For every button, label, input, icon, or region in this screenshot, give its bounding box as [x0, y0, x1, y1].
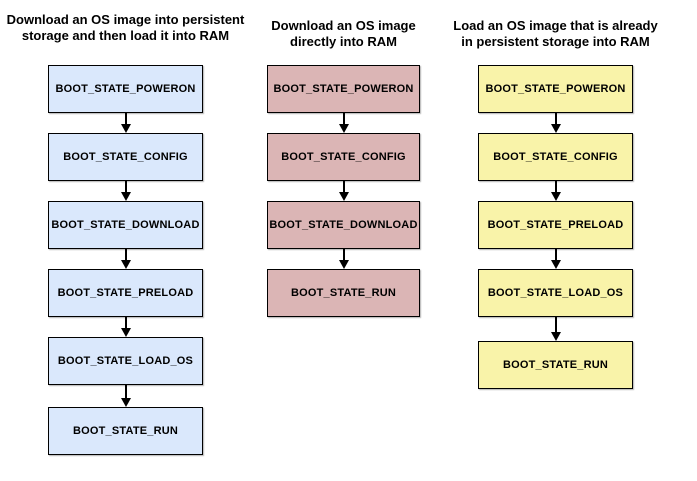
state-box: BOOT_STATE_LOAD_OS [478, 269, 633, 317]
arrow-stem [124, 317, 127, 329]
arrow-head-icon [338, 124, 349, 133]
state-box: BOOT_STATE_RUN [478, 341, 633, 389]
down-arrow [550, 113, 561, 133]
flow-title-line: directly into RAM [290, 34, 397, 49]
state-box: BOOT_STATE_POWERON [478, 65, 633, 113]
flow-title-line: in persistent storage into RAM [461, 34, 650, 49]
state-box: BOOT_STATE_POWERON [48, 65, 203, 113]
down-arrow [338, 113, 349, 133]
arrow-head-icon [120, 124, 131, 133]
flow-title-line: Download an OS image [271, 18, 416, 33]
arrow-head-icon [550, 260, 561, 269]
state-box: BOOT_STATE_DOWNLOAD [267, 201, 420, 249]
arrow-stem [554, 317, 557, 333]
arrow-head-icon [120, 260, 131, 269]
arrow-head-icon [338, 192, 349, 201]
down-arrow [120, 249, 131, 269]
arrow-stem [124, 181, 127, 193]
arrow-stem [124, 249, 127, 261]
arrow-head-icon [120, 192, 131, 201]
arrow-stem [554, 249, 557, 261]
state-box: BOOT_STATE_POWERON [267, 65, 420, 113]
state-box: BOOT_STATE_RUN [267, 269, 420, 317]
down-arrow [120, 385, 131, 407]
arrow-stem [124, 385, 127, 399]
state-box: BOOT_STATE_CONFIG [48, 133, 203, 181]
state-box: BOOT_STATE_CONFIG [478, 133, 633, 181]
arrow-head-icon [550, 124, 561, 133]
flow-title-line: Download an OS image into persistent [6, 12, 245, 27]
arrow-stem [342, 113, 345, 125]
arrow-stem [554, 113, 557, 125]
down-arrow [120, 181, 131, 201]
flow-title-line: storage and then load it into RAM [21, 28, 230, 43]
flow-title-line: Load an OS image that is already [453, 18, 658, 33]
down-arrow [120, 317, 131, 337]
arrow-stem [554, 181, 557, 193]
state-box: BOOT_STATE_PRELOAD [478, 201, 633, 249]
arrow-head-icon [338, 260, 349, 269]
arrow-stem [342, 249, 345, 261]
arrow-head-icon [120, 328, 131, 337]
arrow-head-icon [120, 398, 131, 407]
arrow-head-icon [550, 192, 561, 201]
down-arrow [120, 113, 131, 133]
state-box: BOOT_STATE_CONFIG [267, 133, 420, 181]
down-arrow [338, 181, 349, 201]
arrow-stem [124, 113, 127, 125]
down-arrow [550, 181, 561, 201]
state-box: BOOT_STATE_LOAD_OS [48, 337, 203, 385]
state-box: BOOT_STATE_PRELOAD [48, 269, 203, 317]
arrow-head-icon [550, 332, 561, 341]
state-box: BOOT_STATE_DOWNLOAD [48, 201, 203, 249]
down-arrow [550, 317, 561, 341]
arrow-stem [342, 181, 345, 193]
state-box: BOOT_STATE_RUN [48, 407, 203, 455]
down-arrow [338, 249, 349, 269]
down-arrow [550, 249, 561, 269]
